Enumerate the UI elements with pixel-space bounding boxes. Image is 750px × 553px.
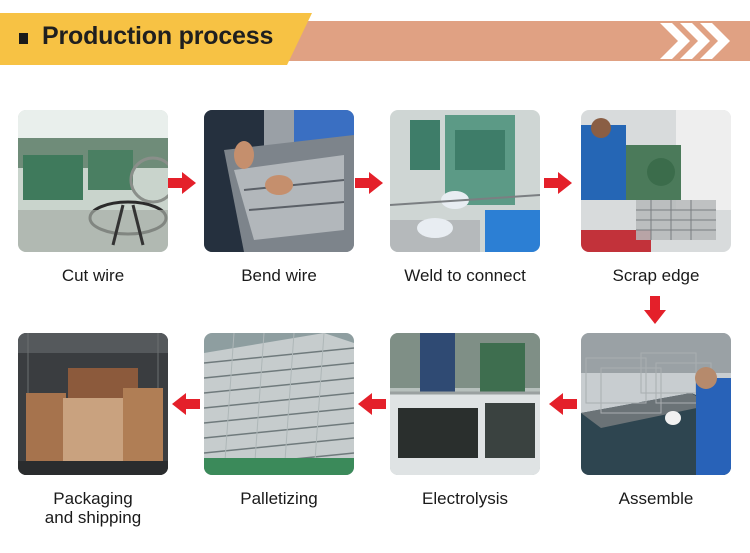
- step-weld: Weld to connect: [390, 110, 540, 285]
- step-label: Weld to connect: [404, 266, 526, 285]
- red-arrow-icon: [644, 296, 666, 324]
- red-arrow-icon: [544, 172, 572, 194]
- step-label: Palletizing: [240, 489, 318, 508]
- photo-bend-wire: [204, 110, 354, 252]
- step-packaging: Packaging and shipping: [18, 333, 168, 527]
- step-label: Assemble: [618, 489, 694, 508]
- photo-cut-wire: [18, 110, 168, 252]
- photo-scrap-edge: [581, 110, 731, 252]
- step-label: Cut wire: [61, 266, 125, 285]
- red-arrow-icon: [355, 172, 383, 194]
- step-electrolysis: Electrolysis: [390, 333, 540, 508]
- step-label: Packaging: [53, 489, 133, 508]
- photo-packaging: [18, 333, 168, 475]
- red-arrow-icon: [549, 393, 577, 415]
- step-cut-wire: Cut wire: [18, 110, 168, 285]
- double-chevron-icon: [660, 23, 730, 59]
- red-arrow-icon: [358, 393, 386, 415]
- step-label: Electrolysis: [422, 489, 508, 508]
- photo-electrolysis: [390, 333, 540, 475]
- step-bend-wire: Bend wire: [204, 110, 354, 285]
- photo-assemble: [581, 333, 731, 475]
- photo-palletizing: [204, 333, 354, 475]
- photo-weld: [390, 110, 540, 252]
- step-palletizing: Palletizing: [204, 333, 354, 508]
- page-title: Production process: [42, 22, 274, 50]
- step-label: Scrap edge: [612, 266, 700, 285]
- header-banner: Production process: [0, 0, 750, 70]
- banner-title-block: [0, 13, 312, 65]
- red-arrow-icon: [172, 393, 200, 415]
- step-assemble: Assemble: [581, 333, 731, 508]
- bullet-icon: [19, 33, 28, 44]
- step-label: Bend wire: [241, 266, 317, 285]
- step-scrap-edge: Scrap edge: [581, 110, 731, 285]
- red-arrow-icon: [168, 172, 196, 194]
- step-label-line2: and shipping: [44, 508, 142, 527]
